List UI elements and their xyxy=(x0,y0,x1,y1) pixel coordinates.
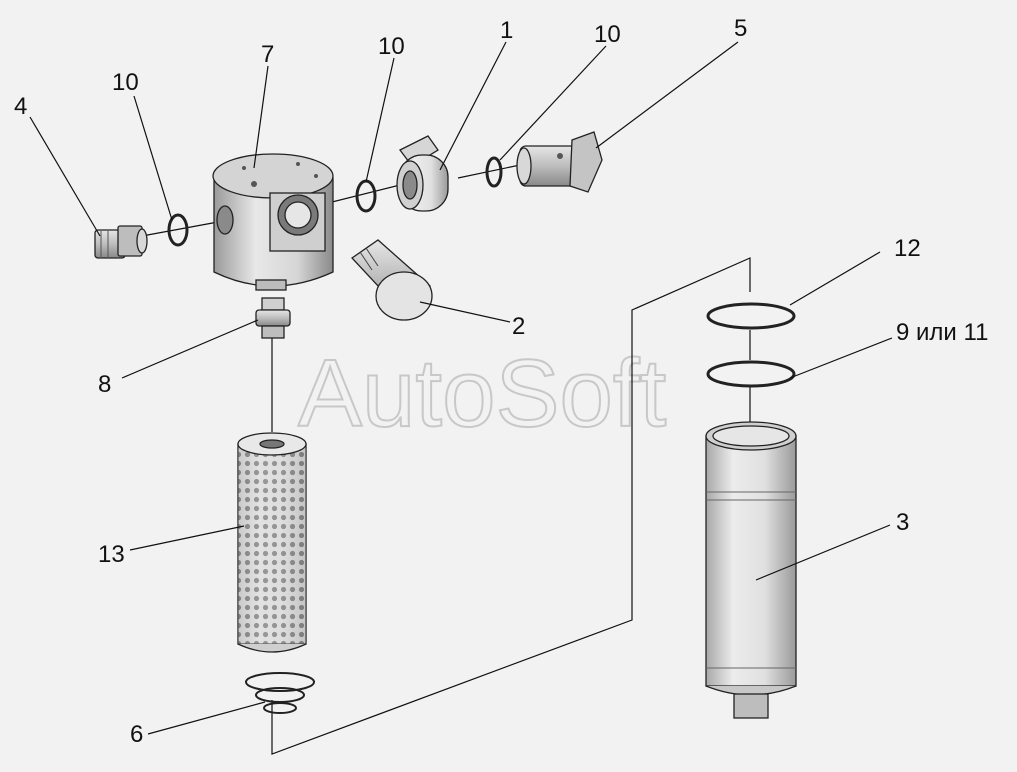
callout-5: 5 xyxy=(734,15,747,42)
callout-1: 1 xyxy=(500,17,513,44)
part-3-bowl xyxy=(705,421,797,719)
watermark-text: AutoSoft xyxy=(298,340,666,447)
callout-10-right: 10 xyxy=(594,21,621,48)
callout-9-or-11: 9 или 11 xyxy=(896,319,988,346)
callout-2: 2 xyxy=(512,313,525,340)
part-13-filter-element xyxy=(237,432,307,653)
callout-12: 12 xyxy=(894,235,921,262)
callout-10-middle: 10 xyxy=(378,33,405,60)
callout-leaders xyxy=(29,41,893,735)
callout-7: 7 xyxy=(261,41,274,68)
callout-10-left: 10 xyxy=(112,69,139,96)
part-12-ring xyxy=(706,302,796,330)
callout-8: 8 xyxy=(98,371,111,398)
part-2-valve xyxy=(351,239,433,321)
part-1-banjo xyxy=(396,135,449,212)
part-8-nipple xyxy=(255,297,291,339)
part-9-or-11-ring xyxy=(706,360,796,388)
part-5-banjo-bolt xyxy=(516,131,603,193)
callout-4: 4 xyxy=(14,93,27,120)
part-6-spring xyxy=(245,672,315,714)
part-10-o-ring-right xyxy=(485,156,503,188)
part-4-fitting xyxy=(94,225,148,259)
callout-13: 13 xyxy=(98,541,125,568)
callout-6: 6 xyxy=(130,721,143,748)
part-7-filter-head xyxy=(212,153,334,291)
callout-3: 3 xyxy=(896,509,909,536)
part-10-o-ring-middle xyxy=(355,179,377,213)
part-10-o-ring-left xyxy=(167,213,189,247)
